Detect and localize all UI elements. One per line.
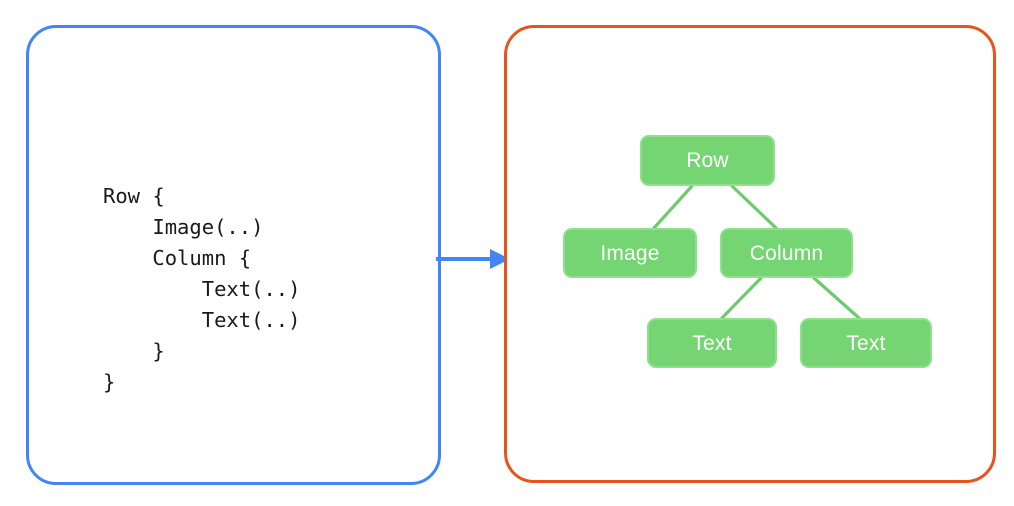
tree-node-row[interactable]: Row <box>640 135 775 186</box>
tree-edge-row-column <box>730 184 778 230</box>
tree-node-label: Row <box>686 149 729 172</box>
tree-node-label: Column <box>749 241 824 265</box>
tree-edge-column-text2 <box>812 276 861 320</box>
flow-arrow-icon <box>436 249 510 269</box>
tree-edge-row-image <box>652 184 694 230</box>
tree-edges <box>652 184 861 320</box>
code-panel: Row { Image(..) Column { Text(..) Text(.… <box>26 25 441 485</box>
tree-node-image[interactable]: Image <box>563 228 697 278</box>
tree-node-text1[interactable]: Text <box>647 318 777 368</box>
tree-node-column[interactable]: Column <box>720 228 853 278</box>
tree-node-label: Image <box>600 241 660 265</box>
tree-node-text2[interactable]: Text <box>800 318 932 368</box>
tree-edge-column-text1 <box>720 276 763 320</box>
tree-node-label: Text <box>692 331 732 355</box>
code-snippet: Row { Image(..) Column { Text(..) Text(.… <box>103 184 301 394</box>
tree-node-label: Text <box>846 331 886 355</box>
